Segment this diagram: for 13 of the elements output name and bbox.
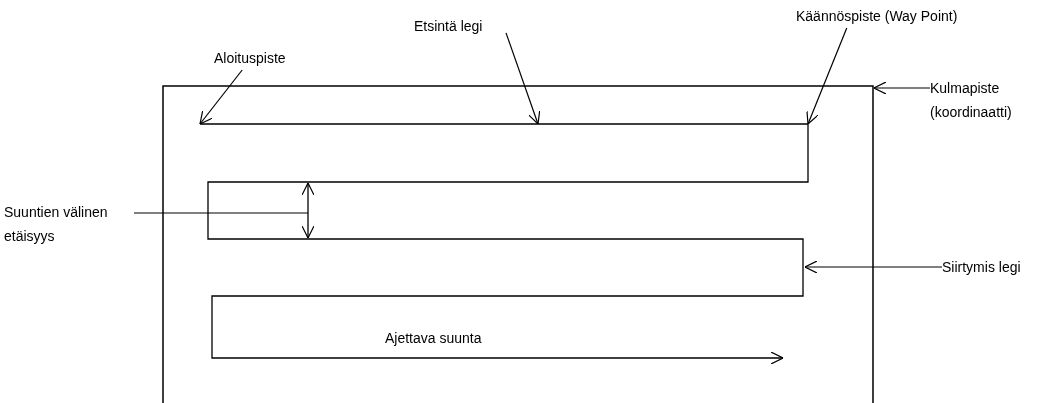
callout-text: Käännöspiste (Way Point): [796, 7, 958, 26]
callout-text: Suuntien välinen etäisyys: [4, 203, 109, 246]
leader-line: [133, 212, 309, 214]
callout-text: Kulmapiste (koordinaatti): [930, 79, 1013, 122]
leader-line: [804, 260, 943, 274]
leader-line: [806, 27, 848, 125]
leader-line: [505, 32, 541, 125]
leader-line: [199, 69, 243, 125]
callout-text: Etsintä legi: [414, 17, 483, 36]
callout-text: Aloituspiste: [214, 49, 286, 68]
leader-line: [873, 81, 931, 95]
direction-label: Ajettava suunta: [385, 330, 482, 346]
callout-text: Siirtymis legi: [942, 258, 1021, 277]
